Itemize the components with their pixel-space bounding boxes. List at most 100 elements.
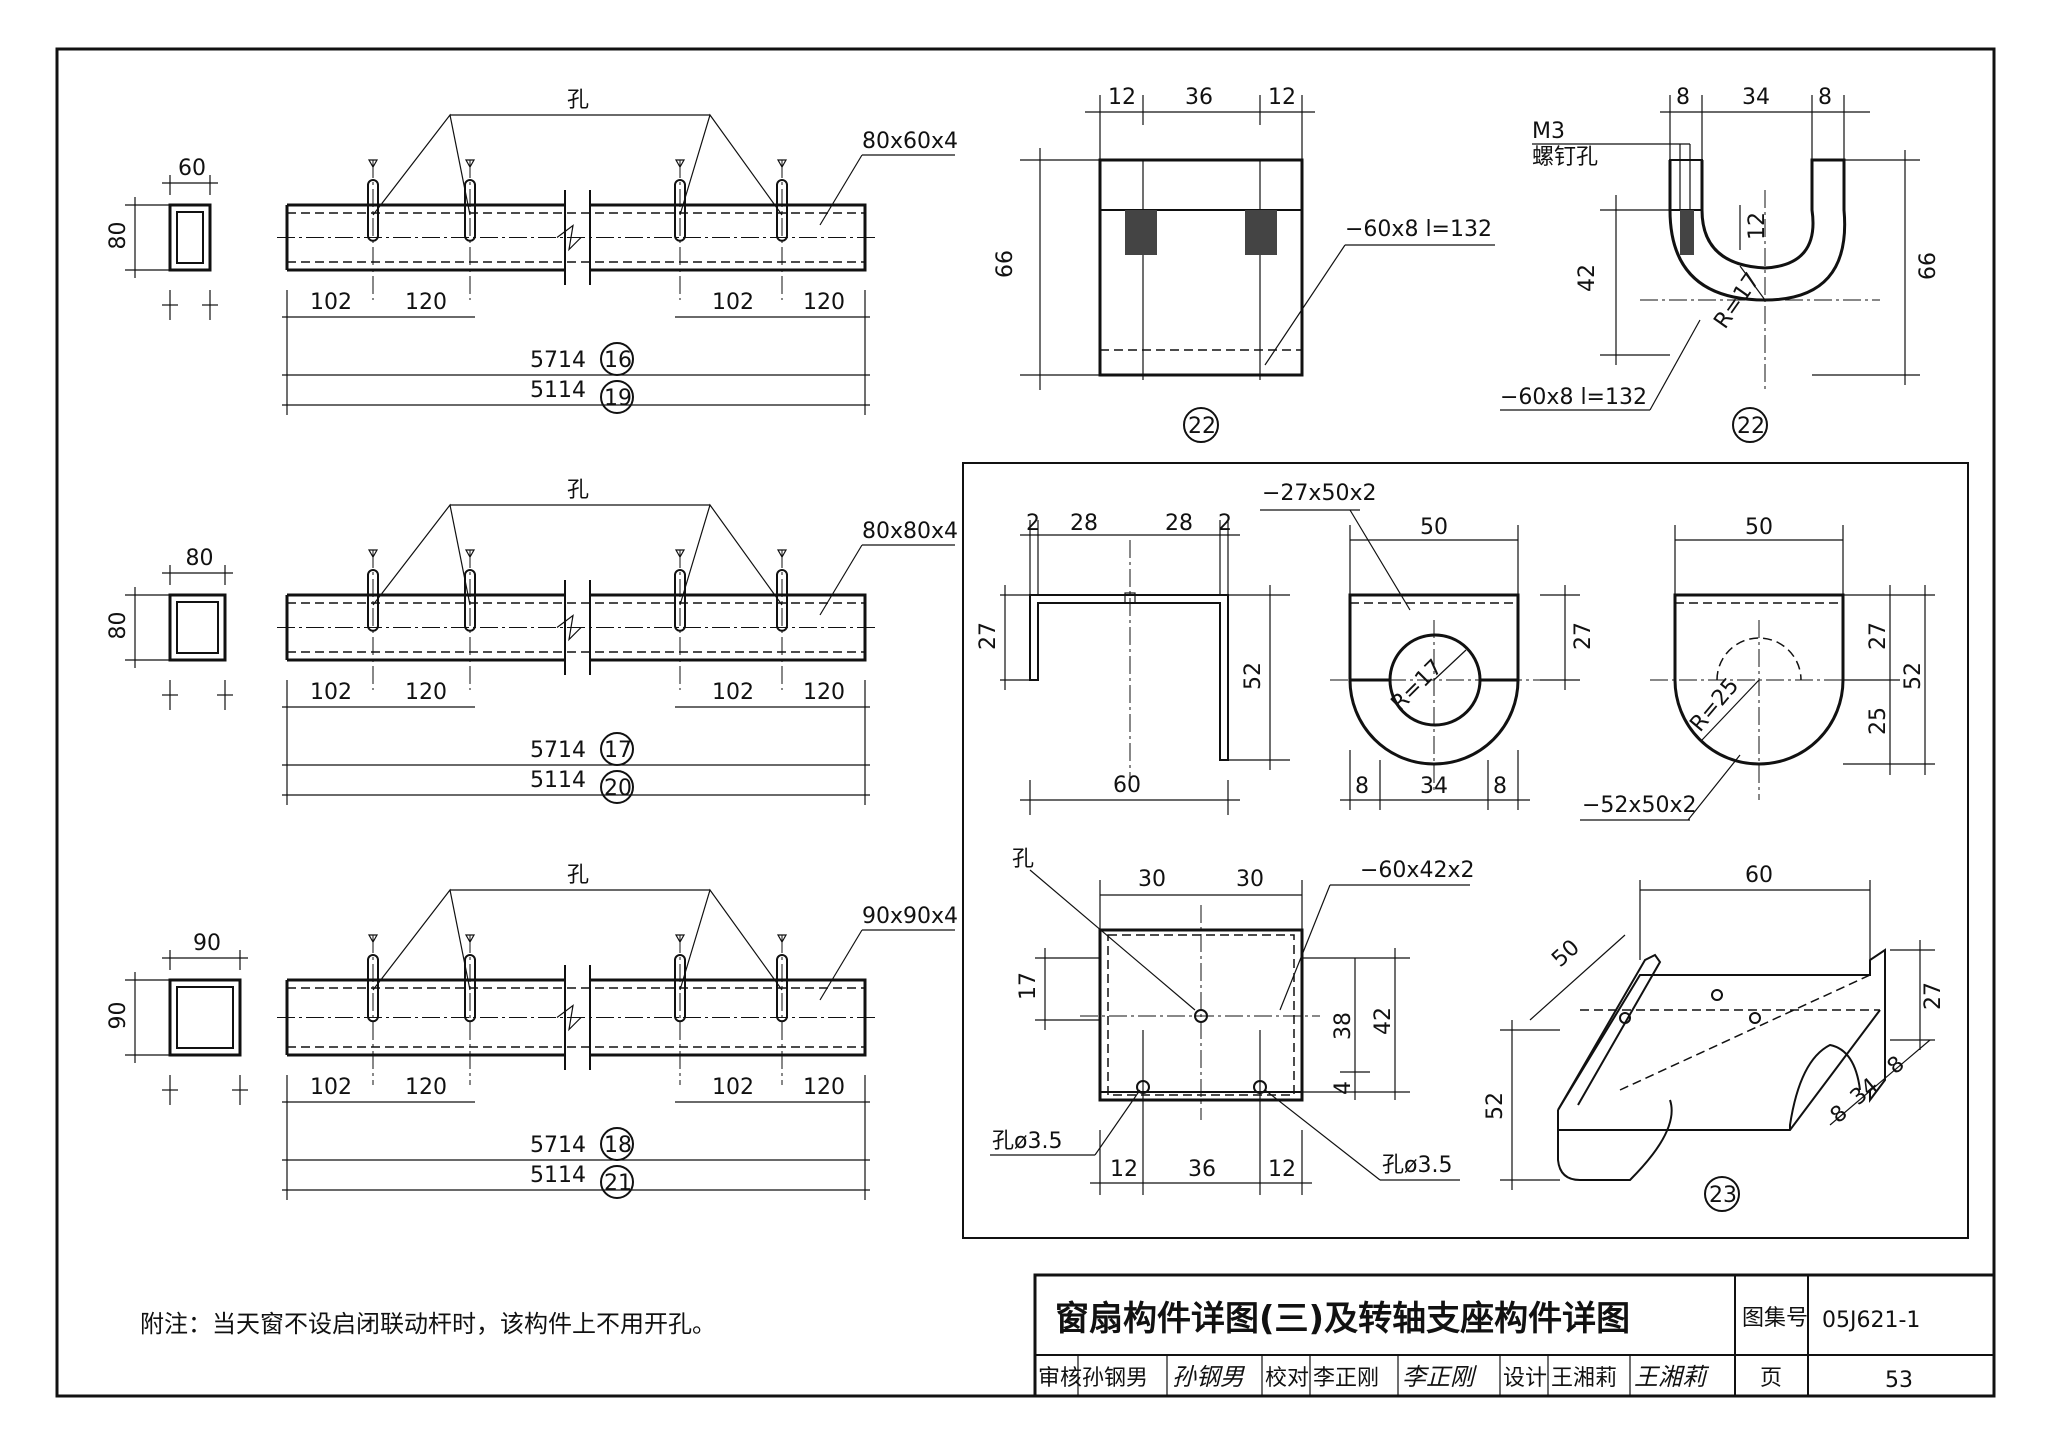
dim-12d: 12 [1268, 1157, 1296, 1182]
beam-spec: 80x80x4 [862, 519, 958, 544]
hole-slot [464, 954, 476, 1023]
sheet-border [55, 47, 1996, 1398]
plate-outline [1098, 158, 1304, 377]
section-width: 90 [193, 931, 221, 956]
beam-section [168, 593, 227, 662]
dim-34c: 34 [1846, 1073, 1884, 1110]
span-dim-1: 102 [310, 680, 352, 705]
weld-left [1125, 210, 1157, 255]
part23-base-view: 孔 30 30 −60x42x2 17 38 42 4 孔ø3.5 孔ø3.5 … [990, 847, 1474, 1195]
reviewer-name: 孙钢男 [1082, 1366, 1148, 1391]
dim-52b: 52 [1901, 662, 1926, 690]
dim-60b: 60 [1745, 863, 1773, 888]
drawing-title: 窗扇构件详图(三)及转轴支座构件详图 [1055, 1299, 1630, 1339]
dim-52c: 52 [1483, 1092, 1508, 1120]
beam-section [168, 978, 242, 1057]
dim-27c: 27 [1866, 622, 1891, 650]
dim-34b: 34 [1420, 774, 1448, 799]
callout-no-1: 18 [604, 1133, 632, 1158]
page-number: 53 [1885, 1368, 1913, 1393]
part23-frame [962, 462, 1969, 1239]
section-width: 60 [178, 156, 206, 181]
screw-hole-label: 螺钉孔 [1532, 145, 1598, 170]
atlas-label: 图集号 [1742, 1306, 1808, 1331]
callout-22b: 22 [1737, 414, 1765, 439]
spec-side: −60x8 l=132 [1500, 385, 1647, 410]
span-dim-4: 120 [803, 1075, 845, 1100]
length-dim-2: 5114 [530, 768, 586, 793]
page-label: 页 [1760, 1366, 1782, 1391]
dim-12a: 12 [1108, 85, 1136, 110]
part22-side-view: 8 34 8 M3 螺钉孔 42 12 R=17 66 −60x8 l=132 … [1500, 85, 1941, 443]
spec-52x50: −52x50x2 [1582, 793, 1696, 818]
span-dim-3: 102 [712, 1075, 754, 1100]
screw-hole [1680, 210, 1694, 255]
dim-17: 17 [1016, 972, 1041, 1000]
weld-right [1245, 210, 1277, 255]
screw-label: M3 [1532, 119, 1565, 144]
dim-8d: 8 [1493, 774, 1507, 799]
dim-2a: 2 [1026, 511, 1040, 536]
length-dim-1: 5714 [530, 1133, 586, 1158]
hole-label-right: 孔ø3.5 [1382, 1153, 1452, 1178]
dim-4: 4 [1331, 1081, 1356, 1095]
section-width: 80 [186, 546, 214, 571]
section-height: 80 [106, 222, 131, 250]
dim-30b: 30 [1236, 867, 1264, 892]
dim-27b: 27 [1571, 622, 1596, 650]
span-dim-2: 120 [405, 290, 447, 315]
dim-52: 52 [1241, 662, 1266, 690]
dim-8f: 8 [1883, 1051, 1910, 1079]
part22-front-view: 12 36 12 66 −60x8 l=132 22 [993, 85, 1495, 443]
title-block: 窗扇构件详图(三)及转轴支座构件详图 图集号 05J621-1 页 53 审核 … [1033, 1273, 1996, 1398]
hole-slot [674, 954, 686, 1023]
beam-section [168, 203, 212, 272]
callout-no-1: 16 [604, 348, 632, 373]
dim-8e: 8 [1826, 1100, 1853, 1128]
length-dim-2: 5114 [530, 1163, 586, 1188]
hole-center [1194, 1009, 1208, 1023]
checker-name: 李正刚 [1313, 1366, 1379, 1391]
dim-2b: 2 [1218, 511, 1232, 536]
radius-17: R=17 [1387, 655, 1448, 716]
dim-8c: 8 [1355, 774, 1369, 799]
section-height: 90 [106, 1002, 131, 1030]
reviewer-signature: 孙钢男 [1172, 1363, 1246, 1391]
spec-label: −60x8 l=132 [1345, 217, 1492, 242]
hole-slot [367, 954, 379, 1023]
span-dim-1: 102 [310, 290, 352, 315]
callout-no-2: 20 [604, 776, 632, 801]
dim-28a: 28 [1070, 511, 1098, 536]
dim-8a: 8 [1676, 85, 1690, 110]
part23-plate2-view: R=25 50 27 25 52 −52x50x2 [1580, 515, 1935, 821]
beam-spec: 90x90x4 [862, 904, 958, 929]
dim-50b: 50 [1745, 515, 1773, 540]
callout-no-2: 21 [604, 1171, 632, 1196]
dim-30a: 30 [1138, 867, 1166, 892]
length-dim-1: 5714 [530, 348, 586, 373]
spec-60x42: −60x42x2 [1360, 858, 1474, 883]
dim-25: 25 [1866, 707, 1891, 735]
designer-signature: 王湘莉 [1634, 1363, 1710, 1391]
callout-22a: 22 [1188, 414, 1216, 439]
atlas-number: 05J621-1 [1822, 1308, 1920, 1333]
part23-channel-view: 2 28 28 2 27 52 60 [976, 511, 1290, 815]
dim-34: 34 [1742, 85, 1770, 110]
dim-27d: 27 [1921, 982, 1946, 1010]
checker-signature: 李正刚 [1402, 1363, 1478, 1391]
dim-42: 42 [1575, 264, 1600, 292]
span-dim-2: 120 [405, 680, 447, 705]
span-dim-4: 120 [803, 290, 845, 315]
section-height: 80 [106, 612, 131, 640]
dim-27: 27 [976, 622, 1001, 650]
dim-38: 38 [1331, 1012, 1356, 1040]
design-label: 设计 [1503, 1366, 1547, 1391]
part23-isometric-view: 60 50 27 52 8 34 8 23 [1483, 863, 1946, 1212]
span-dim-3: 102 [712, 290, 754, 315]
dim-12b: 12 [1268, 85, 1296, 110]
hole-slot [776, 954, 788, 1023]
dim-66-side: 66 [1916, 252, 1941, 280]
